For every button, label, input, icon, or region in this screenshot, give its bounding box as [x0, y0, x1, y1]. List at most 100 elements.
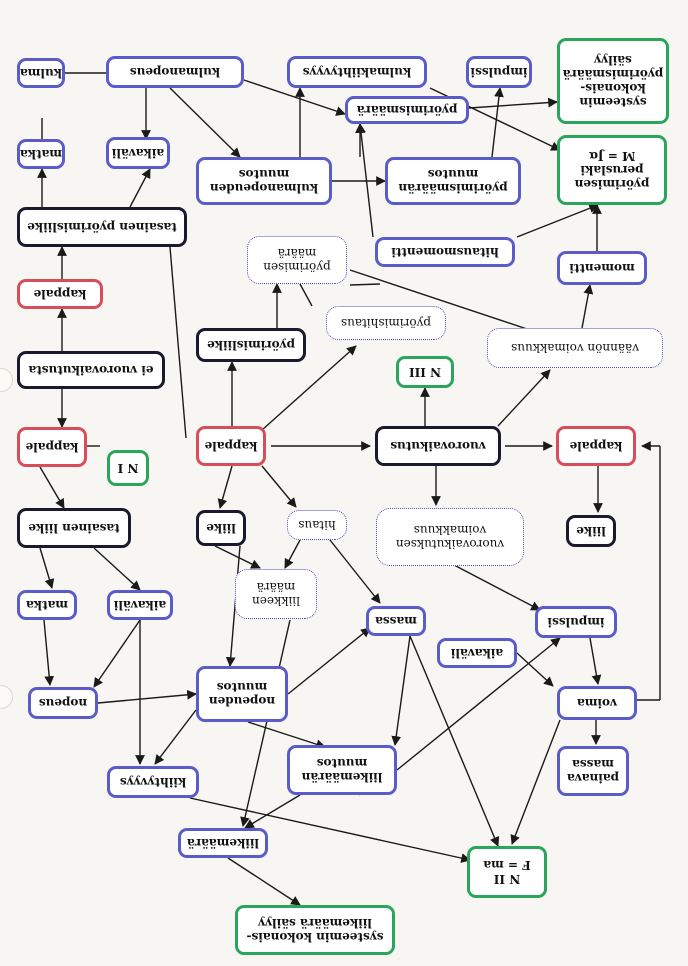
node-pyorimismaaran-sailyminen: systeemin kokonais- pyörimismäärä säilyy [557, 38, 669, 124]
node-momentti: momentti [557, 251, 647, 285]
node-matka-mid: matka [17, 590, 77, 620]
node-vuorovaikutuksen-voimakkuus-label: vuorovaikutuksen voimakkuus [395, 523, 505, 551]
node-pyorimishitaus: pyörimishitaus [326, 306, 446, 340]
node-hitausmomentti: hitausmomentti [375, 237, 515, 267]
node-pyorimismaara-label: pyörimismäärä [356, 103, 458, 117]
connector-arrow-57 [244, 794, 301, 829]
node-hitaus: hitaus [287, 510, 347, 540]
connector-arrow-3 [243, 79, 346, 116]
node-pyorimismaaran-muutos: pyörimismäärän muutos [385, 157, 521, 205]
node-ei-vuorovaikutusta: ei vuorovaikutusta [17, 351, 165, 389]
node-liikemaaran-muutos-label: liikemäärän muutos [301, 756, 383, 784]
connector-arrow-49 [97, 689, 197, 704]
node-pyorimisen-peruslaki: pyörimisen peruslaki M = Jα [557, 135, 667, 205]
connector-arrow-27 [261, 345, 357, 431]
node-impulssi-top-label: impulssi [470, 65, 528, 79]
node-liike-right-label: liike [576, 524, 606, 538]
node-impulssi-mid: impulssi [535, 606, 617, 638]
node-liike-center: liike [196, 510, 246, 546]
node-ei-vuorovaikutusta-label: ei vuorovaikutusta [28, 363, 154, 377]
connector-arrow-65 [189, 797, 471, 863]
connector-arrow-25 [349, 269, 531, 331]
node-kulma-label: kulma [19, 66, 63, 80]
node-n2: N II F = ma [467, 846, 547, 898]
node-n3: N III [396, 356, 454, 388]
node-nopeuden-muutos: nopeuden muutos [196, 666, 288, 722]
node-pyorimismaara: pyörimismäärä [345, 96, 469, 124]
node-kappale-red-left-label: kappale [25, 440, 79, 454]
node-massa-center: massa [366, 606, 426, 636]
connector-arrow-34 [261, 465, 297, 508]
connector-arrow-59 [516, 652, 554, 687]
node-vaannon-voimakkuus-label: väännön voimakkuus [511, 341, 639, 355]
node-massa-center-label: massa [375, 614, 417, 628]
connector-arrow-2 [169, 87, 241, 158]
node-momentti-label: momentti [569, 261, 635, 275]
connector-arrow-8 [468, 97, 558, 109]
node-tasainen-pyorimisliike: tasainen pyörimisliike [17, 207, 187, 247]
node-nopeus: nopeus [28, 687, 98, 719]
connector-arrow-24 [581, 284, 594, 329]
node-kulmakiihtyvyys-label: kulmakiihtyvyys [302, 65, 412, 79]
connector-arrow-38 [39, 547, 55, 589]
node-painava-massa: painava massa [557, 746, 629, 796]
node-painava-massa-label: painava massa [567, 757, 619, 785]
node-nopeuden-muutos-label: nopeuden muutos [208, 680, 276, 708]
node-liike-right: liike [566, 515, 616, 547]
node-matka-mid-label: matka [25, 598, 69, 612]
connector-arrow-9 [491, 87, 504, 158]
node-liikemaara: liikemäärä [178, 828, 268, 858]
node-impulssi-top: impulssi [466, 56, 532, 88]
connector-arrow-48 [240, 619, 291, 827]
node-kappale-center: kappale [196, 426, 266, 466]
node-pyorimismaaran-sailyminen-label: systeemin kokonais- pyörimismäärä säilyy [562, 53, 664, 109]
connector-arrow-58 [589, 637, 602, 685]
connector-arrow-47 [453, 564, 541, 611]
node-liikemaaran-sailyminen: systeemin kokonais- liikemäärä säilyy [235, 905, 395, 955]
connector-arrow-51 [154, 709, 197, 765]
node-kappale-red-top: kappale [17, 279, 103, 309]
node-kulmanopeus: kulmanopeus [106, 56, 244, 88]
node-hitausmomentti-label: hitausmomentti [391, 245, 499, 259]
node-kulma: kulma [17, 58, 65, 88]
connector-arrow-39 [93, 547, 141, 591]
connector-arrow-52 [247, 721, 326, 749]
node-impulssi-mid-label: impulssi [547, 615, 605, 629]
node-vuorovaikutus-label: vuorovaikutus [390, 439, 486, 453]
node-n1: N I [107, 450, 149, 486]
node-kappale-red-right: kappale [556, 426, 636, 466]
node-pyorimisen-maara: pyörimisen määrä [247, 236, 347, 284]
connector-arrow-53 [391, 635, 411, 746]
connector-arrow-50 [287, 627, 371, 695]
node-liikkeen-maara-label: liikkeen määrä [252, 580, 300, 608]
node-nopeus-label: nopeus [38, 696, 88, 710]
node-n3-label: N III [409, 365, 441, 379]
node-matka-top: matka [17, 139, 65, 169]
node-matka-top-label: matka [19, 147, 63, 161]
node-aikavali-top-label: aikaväli [111, 146, 165, 160]
node-kulmanopeuden-muutos: kulmanopeuden muutos [196, 157, 332, 205]
node-aikavali-right: aikaväli [437, 638, 517, 668]
connector-arrow-37 [39, 466, 65, 509]
node-voima-label: voima [577, 696, 618, 710]
node-liikemaaran-muutos: liikemäärän muutos [287, 745, 397, 795]
node-vuorovaikutus: vuorovaikutus [375, 426, 501, 466]
node-tasainen-pyorimisliike-label: tasainen pyörimisliike [27, 220, 177, 234]
node-liikkeen-maara: liikkeen määrä [235, 569, 317, 619]
node-n2-label: N II F = ma [483, 858, 531, 886]
connector-arrow-17 [169, 246, 187, 439]
node-pyorimisen-maara-label: pyörimisen määrä [263, 246, 331, 274]
node-aikavali-right-label: aikaväli [450, 646, 504, 660]
connector-arrow-40 [43, 619, 55, 686]
node-kiihtyvyys-label: kiihtyvyys [119, 775, 187, 789]
connector-arrow-7 [356, 123, 374, 238]
connector-arrow-11 [516, 203, 599, 238]
node-kappale-center-label: kappale [204, 439, 258, 453]
node-n1-label: N I [117, 461, 139, 475]
connector-arrow-22 [299, 283, 313, 307]
connector-arrow-33 [217, 465, 233, 509]
node-liike-center-label: liike [206, 521, 236, 535]
node-liikemaaran-sailyminen-label: systeemin kokonais- liikemäärä säilyy [246, 916, 384, 944]
node-tasainen-liike-label: tasainen liike [28, 521, 120, 535]
